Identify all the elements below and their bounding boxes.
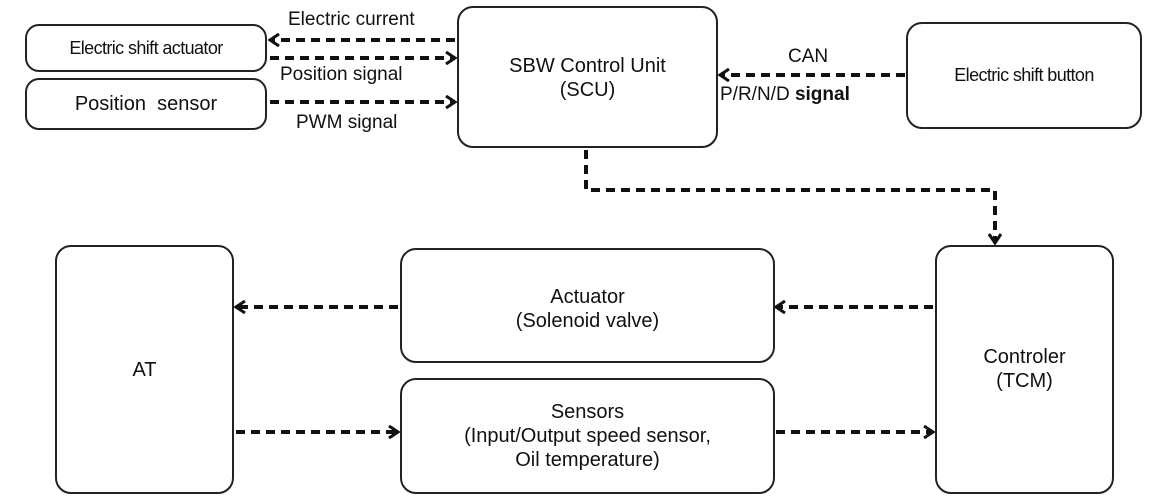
node-label: Position sensor [74, 93, 218, 115]
edge-label-prnd-prefix: P/R/N/D [720, 84, 795, 105]
node-label: AT [132, 359, 157, 381]
node-label-line3: Oil temperature) [515, 449, 660, 471]
arrow-scu-to-tcm [584, 150, 995, 243]
node-sensors: Sensors (Input/Output speed sensor, Oil … [400, 378, 775, 494]
node-label: Electric shift button [954, 65, 1094, 85]
node-position-sensor: Position sensor [25, 78, 267, 130]
node-label: Electric shift actuator [69, 37, 223, 58]
node-label-line2: (TCM) [996, 370, 1053, 392]
node-controller-tcm: Controler (TCM) [935, 245, 1114, 494]
edge-label-can: CAN [788, 46, 829, 67]
node-label-line1: SBW Control Unit [509, 55, 666, 77]
edge-label-prnd-bold: signal [794, 84, 850, 105]
edge-label-electric-current: Electric current [288, 9, 415, 30]
node-label-line1: Actuator [550, 286, 625, 308]
node-electric-shift-actuator: Electric shift actuator [25, 24, 267, 72]
node-scu: SBW Control Unit (SCU) [457, 6, 718, 148]
node-label-line2: (SCU) [559, 79, 616, 101]
edge-label-pwm-signal: PWM signal [296, 112, 398, 133]
node-label-line2: (Input/Output speed sensor, [464, 425, 711, 447]
node-at: AT [55, 245, 234, 494]
node-label-line2: (Solenoid valve) [515, 310, 660, 332]
edge-label-prnd-signal: P/R/N/D signal [720, 84, 850, 106]
node-electric-shift-button: Electric shift button [906, 22, 1142, 129]
node-label-line1: Controler [983, 346, 1066, 368]
node-actuator: Actuator (Solenoid valve) [400, 248, 775, 363]
edge-label-position-signal: Position signal [280, 64, 403, 85]
node-label-line1: Sensors [550, 401, 625, 423]
